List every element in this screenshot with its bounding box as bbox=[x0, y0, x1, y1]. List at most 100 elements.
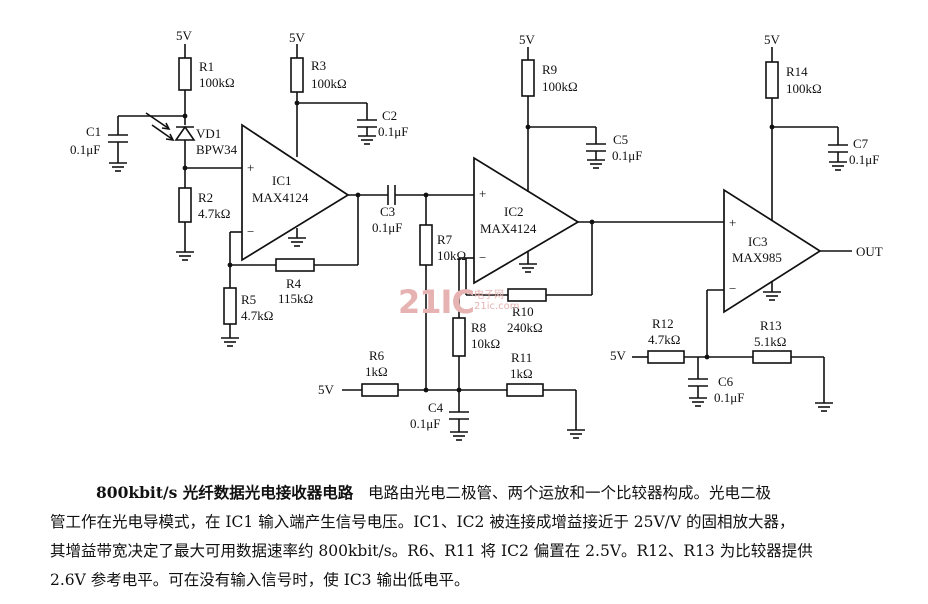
ground-icon bbox=[567, 429, 585, 439]
ic2-part: MAX4124 bbox=[480, 221, 537, 236]
ic3-plus-pin: + bbox=[729, 215, 736, 230]
r4-name: R4 bbox=[286, 276, 302, 291]
r11-name: R11 bbox=[511, 350, 532, 365]
resistor-r3 bbox=[290, 57, 304, 93]
resistor-r14 bbox=[765, 61, 779, 99]
r10-name: R10 bbox=[512, 304, 534, 319]
ic2-minus-pin: − bbox=[479, 250, 486, 265]
r7-value: 10kΩ bbox=[437, 248, 466, 263]
photodiode-stage: 5V R1 100kΩ C1 0.1μF VD1 bbox=[70, 28, 242, 261]
r8-value: 10kΩ bbox=[471, 336, 500, 351]
ground-icon bbox=[450, 431, 468, 441]
capacitor-c3 bbox=[387, 185, 396, 205]
reference-network: 5V R12 4.7kΩ R13 5.1kΩ C6 0.1μF bbox=[610, 289, 833, 412]
r13-name: R13 bbox=[760, 318, 782, 333]
r12-name: R12 bbox=[652, 316, 674, 331]
r14-name: R14 bbox=[786, 64, 808, 79]
photodiode-vd1 bbox=[145, 112, 196, 142]
r2-name: R2 bbox=[198, 190, 213, 205]
vd1-name: VD1 bbox=[196, 126, 221, 141]
r12-supply-label: 5V bbox=[610, 348, 627, 363]
r9-value: 100kΩ bbox=[542, 79, 578, 94]
ground-icon bbox=[109, 162, 127, 172]
capacitor-c1 bbox=[108, 134, 128, 143]
r10-value: 240kΩ bbox=[507, 320, 543, 335]
ic1-plus-pin: + bbox=[247, 160, 254, 175]
ground-icon bbox=[288, 237, 306, 247]
resistor-r2 bbox=[178, 187, 192, 223]
r14-value: 100kΩ bbox=[786, 81, 822, 96]
r7-name: R7 bbox=[437, 232, 453, 247]
coupling-stage: C3 0.1μF R7 10kΩ bbox=[348, 185, 474, 393]
capacitor-c2 bbox=[357, 119, 377, 128]
ic3-part: MAX985 bbox=[732, 250, 782, 265]
caption-line-3: 其增益带宽决定了最大可用数据速率约 800kbit/s。R6、R11 将 IC2… bbox=[50, 542, 813, 560]
c1-name: C1 bbox=[86, 124, 101, 139]
ic3-name: IC3 bbox=[748, 234, 768, 249]
ground-icon bbox=[221, 337, 239, 347]
r12-value: 4.7kΩ bbox=[648, 332, 680, 347]
r1-supply-label: 5V bbox=[176, 28, 193, 43]
ic2-plus-pin: + bbox=[479, 186, 486, 201]
vd1-part: BPW34 bbox=[196, 142, 238, 157]
r9-name: R9 bbox=[542, 62, 557, 77]
caption-title: 800kbit/s 光纤数据光电接收器电路 bbox=[96, 483, 354, 502]
ground-icon bbox=[176, 251, 194, 261]
r3-name: R3 bbox=[311, 58, 326, 73]
capacitor-c5 bbox=[586, 143, 606, 152]
bias-network: 5V R6 1kΩ R11 1kΩ C4 0.1μF bbox=[318, 257, 585, 441]
r14-supply-label: 5V bbox=[764, 32, 781, 47]
resistor-r12 bbox=[647, 350, 685, 364]
resistor-r8 bbox=[452, 317, 466, 357]
ic1-feedback: R4 115kΩ R5 4.7kΩ bbox=[221, 195, 359, 347]
resistor-r1 bbox=[178, 57, 192, 91]
r6-value: 1kΩ bbox=[365, 364, 388, 379]
resistor-r6 bbox=[361, 383, 399, 397]
circuit-schematic: 5V R1 100kΩ C1 0.1μF VD1 bbox=[70, 28, 883, 441]
ground-icon bbox=[829, 161, 847, 171]
c5-value: 0.1μF bbox=[612, 148, 642, 163]
caption-line-2: 管工作在光电导模式，在 IC1 输入端产生信号电压。IC1、IC2 被连接成增益… bbox=[50, 513, 795, 531]
ground-icon bbox=[689, 397, 707, 407]
figure-caption: 800kbit/s 光纤数据光电接收器电路 电路由光电二极管、两个运放和一个比较… bbox=[50, 478, 912, 595]
ground-icon bbox=[815, 402, 833, 412]
caption-line-1: 800kbit/s 光纤数据光电接收器电路 电路由光电二极管、两个运放和一个比较… bbox=[50, 478, 912, 508]
resistor-r11 bbox=[506, 383, 544, 397]
c4-name: C4 bbox=[428, 400, 444, 415]
resistor-r13 bbox=[752, 350, 792, 364]
r11-value: 1kΩ bbox=[510, 366, 533, 381]
ic1-part: MAX4124 bbox=[252, 190, 309, 205]
r13-value: 5.1kΩ bbox=[754, 334, 786, 349]
ic3-minus-pin: − bbox=[729, 281, 736, 296]
caption-text-1: 电路由光电二极管、两个运放和一个比较器构成。光电二极 bbox=[368, 484, 772, 502]
c6-name: C6 bbox=[718, 374, 734, 389]
c3-name: C3 bbox=[380, 204, 395, 219]
ground-icon bbox=[358, 135, 376, 145]
c2-value: 0.1μF bbox=[378, 124, 408, 139]
opamp-ic1: + − IC1 MAX4124 5V R3 100kΩ C2 0.1μF bbox=[241, 30, 408, 262]
comparator-ic3: + − IC3 MAX985 OUT 5V R14 100kΩ C7 0.1μF bbox=[723, 32, 883, 314]
capacitor-c4 bbox=[449, 411, 469, 420]
c5-name: C5 bbox=[613, 132, 628, 147]
watermark-sub1: 电子网 bbox=[474, 290, 504, 301]
r6-supply-label: 5V bbox=[318, 382, 335, 397]
capacitor-c6 bbox=[688, 378, 708, 387]
r6-name: R6 bbox=[369, 348, 385, 363]
capacitor-c7 bbox=[828, 144, 848, 153]
r5-value: 4.7kΩ bbox=[241, 308, 273, 323]
r1-name: R1 bbox=[199, 59, 214, 74]
r8-name: R8 bbox=[471, 320, 486, 335]
c6-value: 0.1μF bbox=[714, 390, 744, 405]
ground-icon bbox=[519, 263, 537, 273]
ground-icon bbox=[763, 291, 781, 301]
output-label: OUT bbox=[856, 244, 883, 259]
r3-supply-label: 5V bbox=[289, 30, 306, 45]
watermark-sub2: 21ic.com bbox=[474, 301, 520, 312]
c2-name: C2 bbox=[382, 108, 397, 123]
watermark-logo: 21IC bbox=[398, 283, 475, 321]
c7-value: 0.1μF bbox=[849, 152, 879, 167]
r3-value: 100kΩ bbox=[311, 76, 347, 91]
ic1-name: IC1 bbox=[272, 173, 292, 188]
c1-value: 0.1μF bbox=[70, 142, 100, 157]
r9-supply-label: 5V bbox=[519, 32, 536, 47]
